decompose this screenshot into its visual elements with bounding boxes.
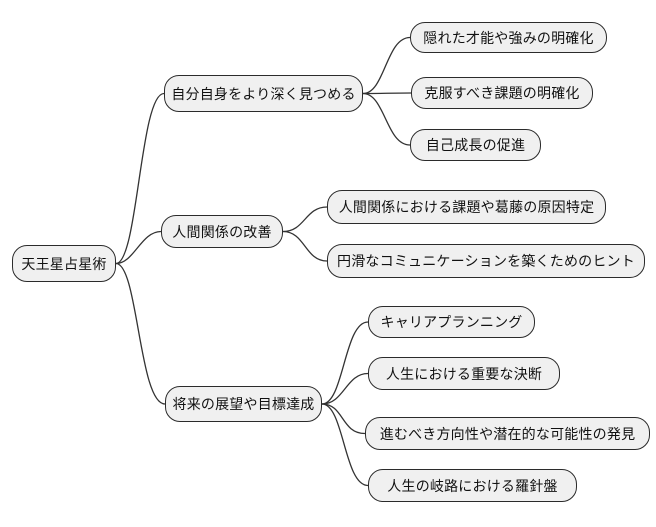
edge-root-branch3 — [115, 262, 166, 405]
mindmap-branch3-leaf1: キャリアプランニング — [368, 306, 535, 338]
mindmap-branch1-leaf3: 自己成長の促進 — [410, 129, 541, 161]
edge-branch1-child1 — [362, 36, 411, 95]
edge-branch3-child3 — [321, 403, 366, 435]
edge-branch1-child2 — [362, 92, 412, 95]
mindmap-root-node: 天王星占星術 — [12, 245, 116, 282]
edge-branch1-child3 — [362, 92, 411, 146]
edge-root-branch1 — [115, 92, 165, 265]
edge-root-branch2 — [115, 230, 162, 265]
edge-branch3-child2 — [321, 372, 369, 405]
mindmap-branch3-node: 将来の展望や目標達成 — [165, 386, 322, 422]
mindmap-branch2-leaf2: 円滑なコミュニケーションを築くためのヒント — [327, 244, 645, 278]
mindmap-branch1-leaf1: 隠れた才能や強みの明確化 — [410, 22, 607, 53]
mindmap-branch3-leaf3: 進むべき方向性や潜在的な可能性の発見 — [365, 417, 650, 450]
edge-branch3-child1 — [321, 321, 369, 405]
mindmap-branch3-leaf4: 人生の岐路における羅針盤 — [368, 469, 577, 502]
mindmap-branch1-node: 自分自身をより深く見つめる — [164, 75, 363, 112]
edge-branch3-child4 — [321, 403, 369, 487]
mindmap-branch2-leaf1: 人間関係における課題や葛藤の原因特定 — [327, 190, 606, 224]
mindmap-branch2-node: 人間関係の改善 — [161, 215, 283, 248]
edge-branch2-child1 — [282, 206, 328, 233]
mindmap-branch1-leaf2: 克服すべき課題の明確化 — [411, 77, 593, 109]
edge-branch2-child2 — [282, 230, 328, 262]
mindmap-branch3-leaf2: 人生における重要な決断 — [368, 357, 560, 390]
